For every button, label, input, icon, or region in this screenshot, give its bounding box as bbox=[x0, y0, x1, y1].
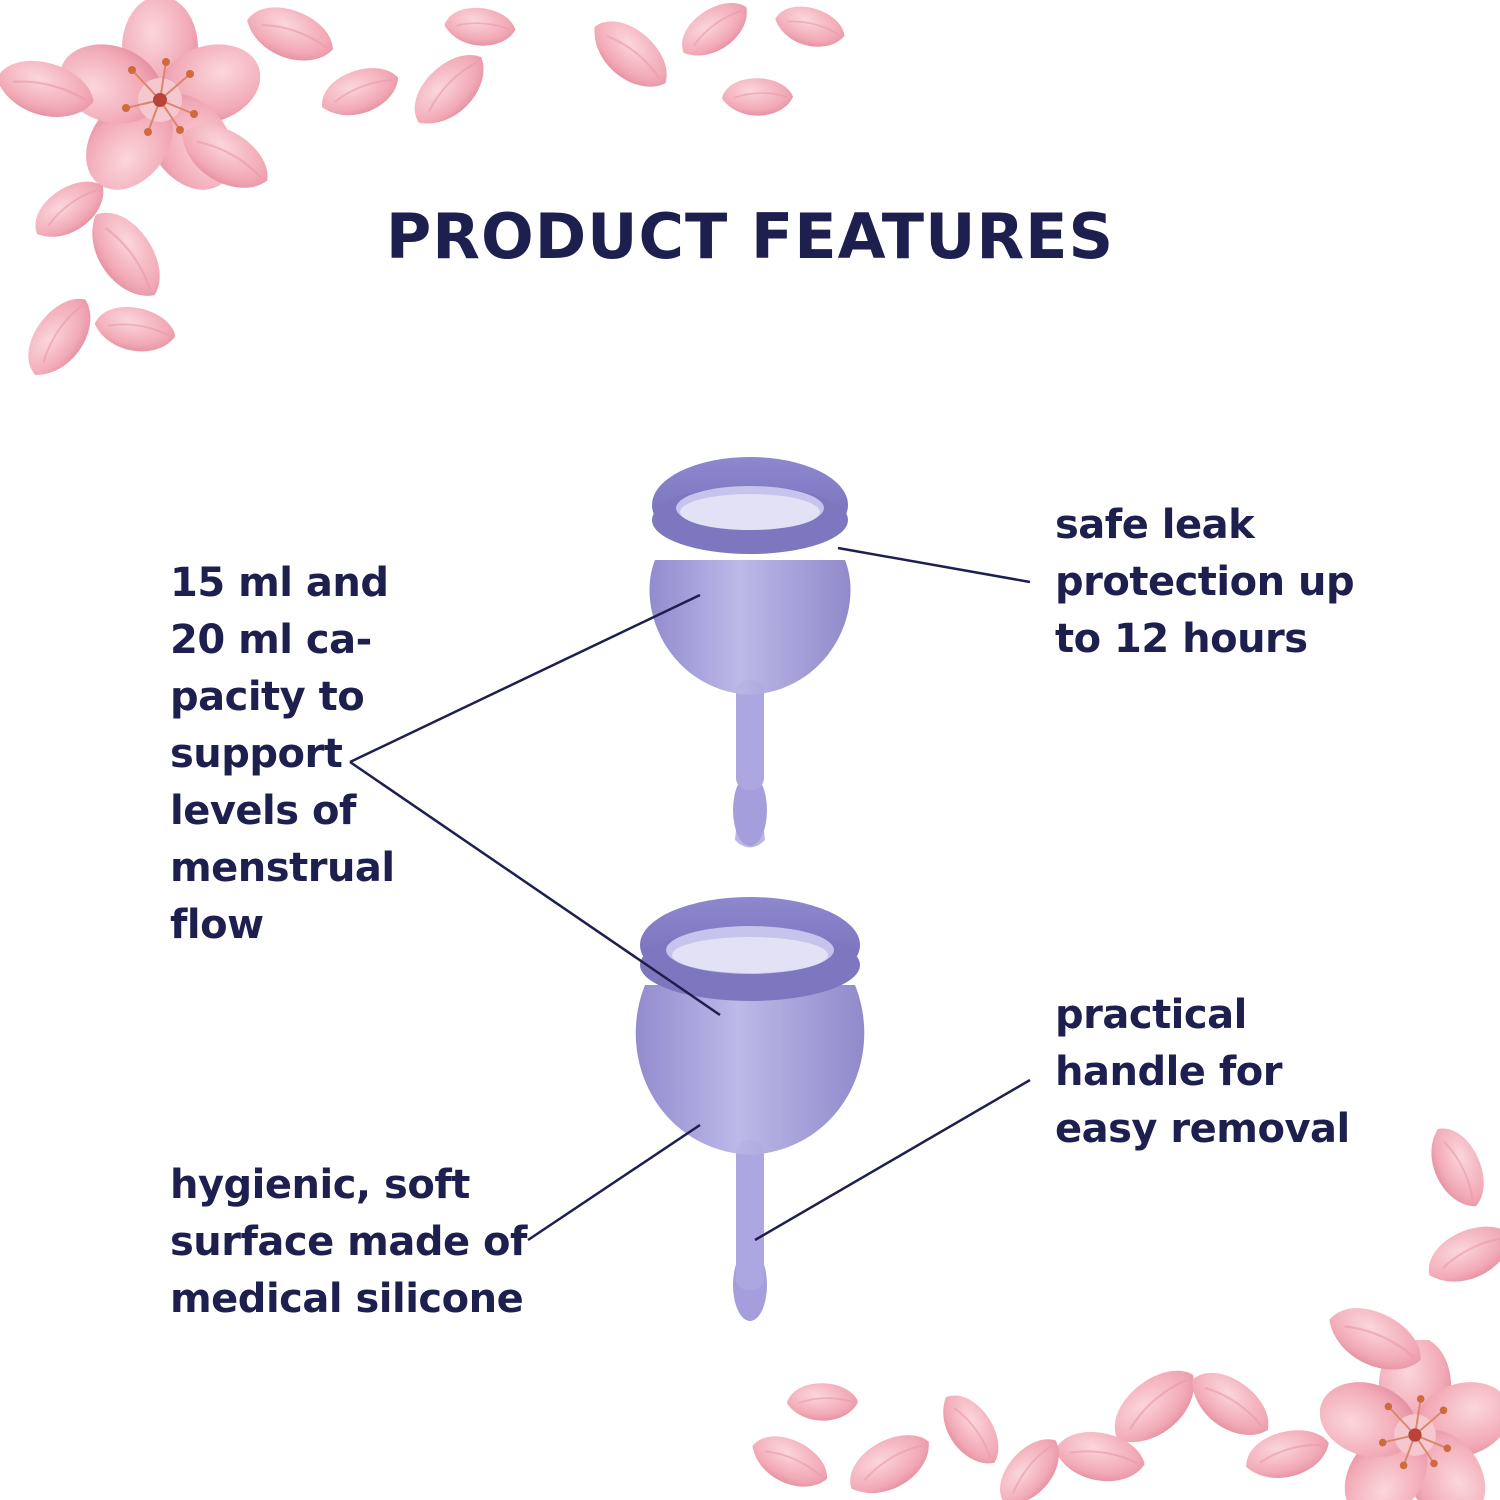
petal-icon bbox=[314, 59, 406, 124]
feature-line: 15 ml and bbox=[170, 560, 389, 606]
petal-icon bbox=[1179, 1356, 1282, 1453]
feature-line: protection up bbox=[1055, 559, 1355, 605]
feature-line: pacity to bbox=[170, 674, 365, 720]
feature-line: support bbox=[170, 731, 343, 777]
feature-line: easy removal bbox=[1055, 1106, 1350, 1152]
petal-icon bbox=[769, 0, 851, 58]
menstrual-cup-bottom bbox=[635, 897, 865, 1321]
leader-line-capacity-bottom bbox=[349, 760, 721, 1017]
petal-icon bbox=[985, 1427, 1075, 1500]
leader-line-capacity-top bbox=[349, 593, 701, 764]
feature-leak-protection: safe leak protection up to 12 hours bbox=[1055, 497, 1355, 668]
leader-lines bbox=[349, 546, 1031, 1242]
feature-line: surface made of bbox=[170, 1219, 527, 1265]
feature-line: safe leak bbox=[1055, 502, 1255, 548]
petal-icon bbox=[670, 0, 760, 68]
feature-capacity: 15 ml and 20 ml ca- pacity to support le… bbox=[170, 555, 395, 954]
petals-top-left bbox=[0, 0, 851, 388]
petal-icon bbox=[719, 74, 796, 120]
feature-line: levels of bbox=[170, 788, 356, 834]
petal-icon bbox=[441, 1, 519, 53]
feature-line: handle for bbox=[1055, 1049, 1282, 1095]
feature-line: 20 ml ca- bbox=[170, 617, 372, 663]
feature-line: hygienic, soft bbox=[170, 1162, 470, 1208]
feature-line: medical silicone bbox=[170, 1276, 524, 1322]
leader-line-leak bbox=[837, 546, 1031, 584]
feature-handle: practical handle for easy removal bbox=[1055, 987, 1350, 1158]
feature-line: flow bbox=[170, 902, 264, 948]
petals-bottom-right bbox=[743, 1118, 1500, 1500]
feature-line: to 12 hours bbox=[1055, 616, 1308, 662]
petal-icon bbox=[580, 4, 681, 105]
petal-icon bbox=[837, 1422, 942, 1500]
petal-icon bbox=[89, 297, 181, 362]
leader-line-surface bbox=[527, 1123, 701, 1242]
feature-surface: hygienic, soft surface made of medical s… bbox=[170, 1157, 527, 1328]
menstrual-cup-top bbox=[649, 457, 851, 848]
petal-icon bbox=[398, 41, 501, 138]
page-title: PRODUCT FEATURES bbox=[385, 200, 1115, 273]
feature-line: practical bbox=[1055, 992, 1247, 1038]
petal-icon bbox=[743, 1422, 837, 1500]
petal-icon bbox=[784, 1379, 861, 1425]
feature-line: menstrual bbox=[170, 845, 395, 891]
petal-icon bbox=[1418, 1215, 1500, 1294]
petal-icon bbox=[1420, 1118, 1495, 1217]
petal-icon bbox=[11, 285, 109, 388]
leader-line-handle bbox=[754, 1078, 1031, 1242]
petal-icon bbox=[930, 1382, 1011, 1477]
